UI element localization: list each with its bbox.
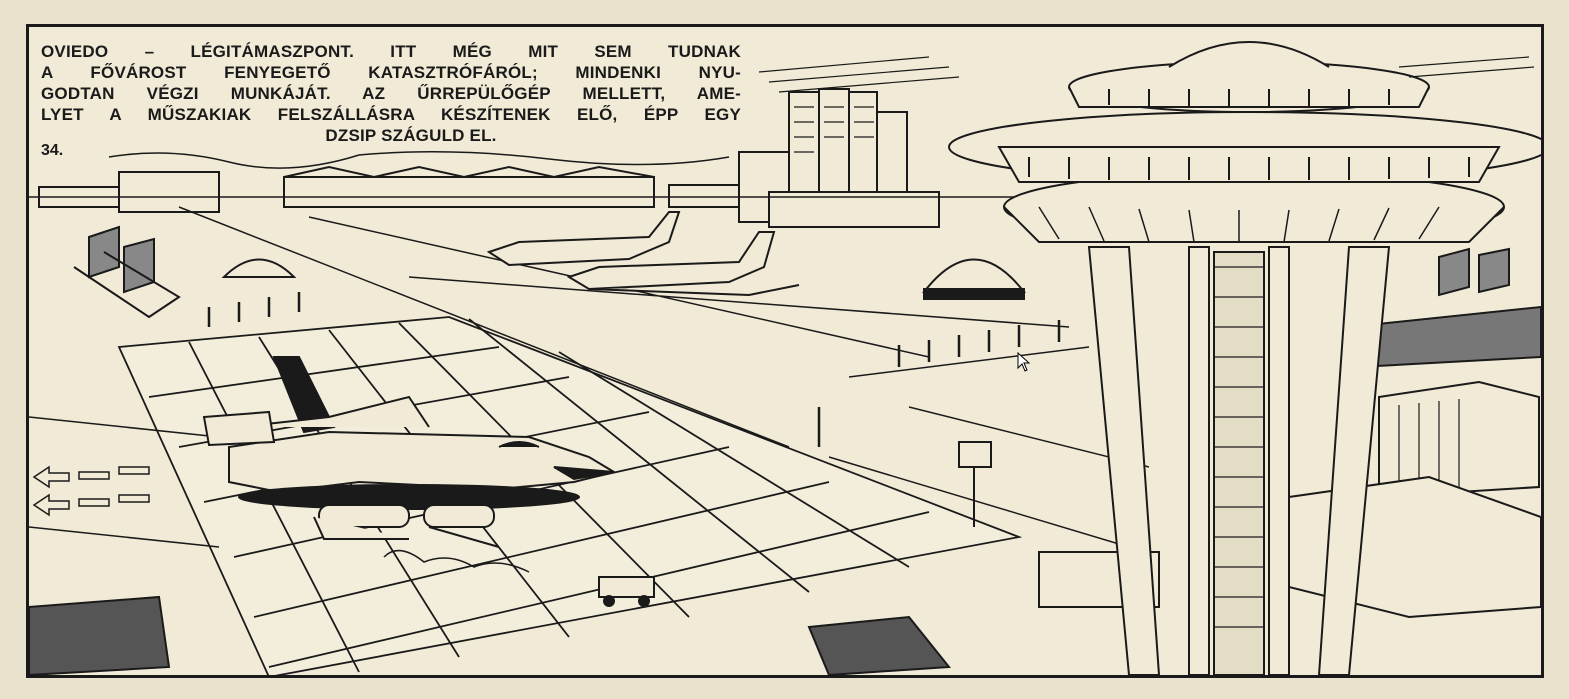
radar-dishes — [73, 225, 1510, 319]
sky-hatching — [758, 56, 1535, 93]
domes — [221, 258, 1027, 300]
taxiway-arrows — [29, 416, 220, 548]
caption-line: GODTAN VÉGZI MUNKÁJÁT. AZ ŰRREPÜLŐGÉP ME… — [41, 84, 741, 103]
panel-number: 34. — [41, 142, 64, 159]
mouse-cursor-icon — [1017, 352, 1031, 372]
control-tower — [948, 41, 1541, 675]
city-buildings — [738, 88, 940, 228]
hangars — [38, 165, 740, 213]
caption-line: DZSIP SZÁGULD EL. — [325, 126, 497, 145]
caption-line: OVIEDO – LÉGITÁMASZPONT. ITT MÉG MIT SEM… — [41, 42, 741, 61]
caption-line: A FŐVÁROST FENYEGETŐ KATASZTRÓFÁRÓL; MIN… — [41, 63, 741, 82]
sign — [958, 441, 992, 527]
bollards — [207, 292, 1061, 447]
comic-panel: OVIEDO – LÉGITÁMASZPONT. ITT MÉG MIT SEM… — [26, 24, 1544, 678]
caption-line: LYET A MŰSZAKIAK FELSZÁLLÁSRA KÉSZÍTENEK… — [41, 105, 741, 124]
jet-aircraft — [486, 211, 800, 297]
jeep — [383, 549, 655, 607]
space-shuttle — [202, 356, 617, 510]
caption-box: OVIEDO – LÉGITÁMASZPONT. ITT MÉG MIT SEM… — [41, 41, 741, 146]
mountains — [108, 151, 730, 169]
fuel-trucks — [313, 504, 500, 548]
airbase-illustration — [29, 41, 1541, 675]
